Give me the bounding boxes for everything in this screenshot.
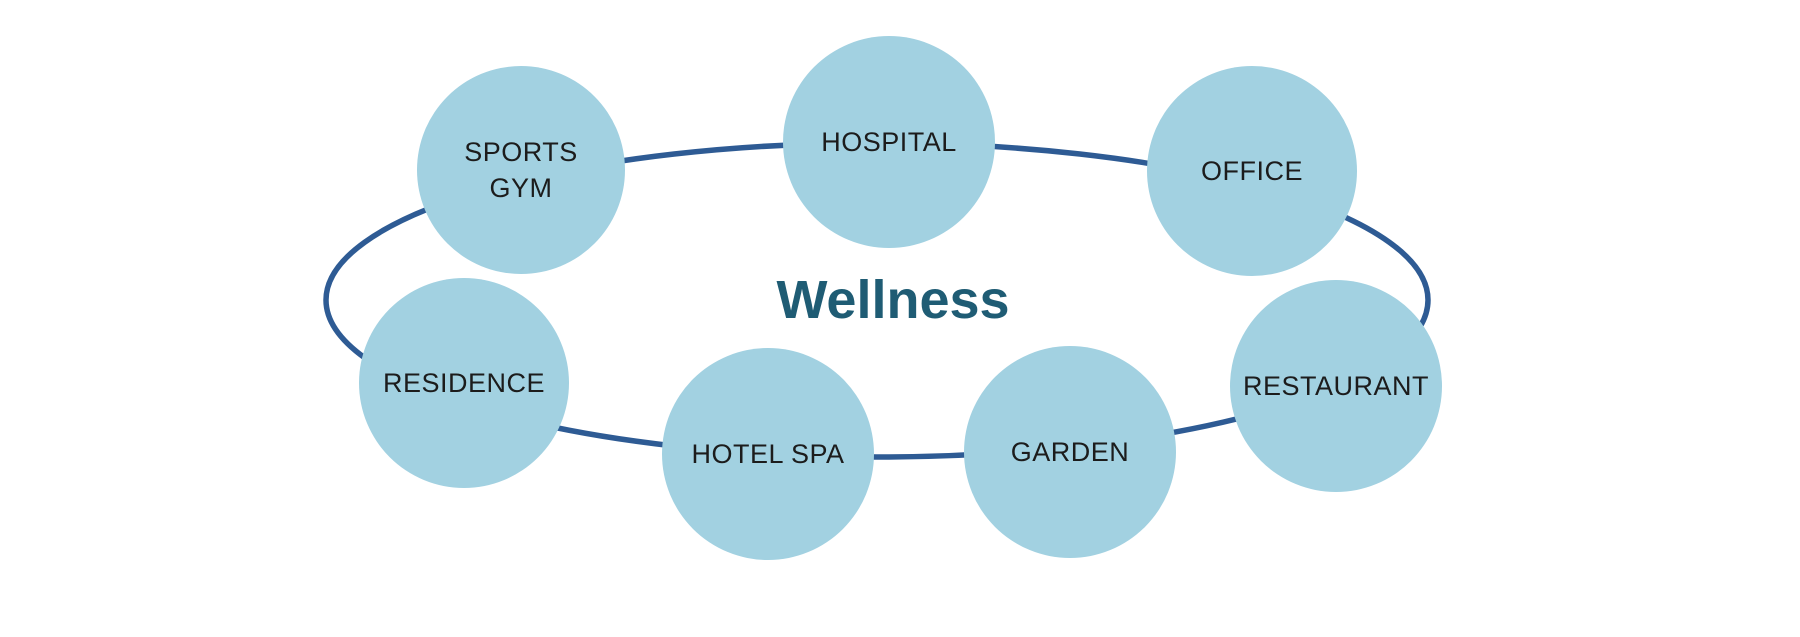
node-residence-label: RESIDENCE xyxy=(382,367,546,398)
diagram-title: Wellness xyxy=(776,270,1010,330)
node-sports-gym-label: SPORTS GYM xyxy=(464,136,578,203)
node-sports-gym: SPORTS GYM xyxy=(417,66,625,274)
node-hotel-spa: HOTEL SPA xyxy=(662,348,874,560)
node-restaurant: RESTAURANT xyxy=(1230,280,1442,492)
node-office: OFFICE xyxy=(1147,66,1357,276)
node-hotel-spa-label: HOTEL SPA xyxy=(691,438,845,469)
node-hospital-label: HOSPITAL xyxy=(821,126,957,157)
node-restaurant-label: RESTAURANT xyxy=(1242,370,1429,401)
node-residence: RESIDENCE xyxy=(359,278,569,488)
node-garden-label: GARDEN xyxy=(1010,436,1130,467)
node-office-label: OFFICE xyxy=(1201,155,1303,186)
node-hospital: HOSPITAL xyxy=(783,36,995,248)
node-garden: GARDEN xyxy=(964,346,1176,558)
